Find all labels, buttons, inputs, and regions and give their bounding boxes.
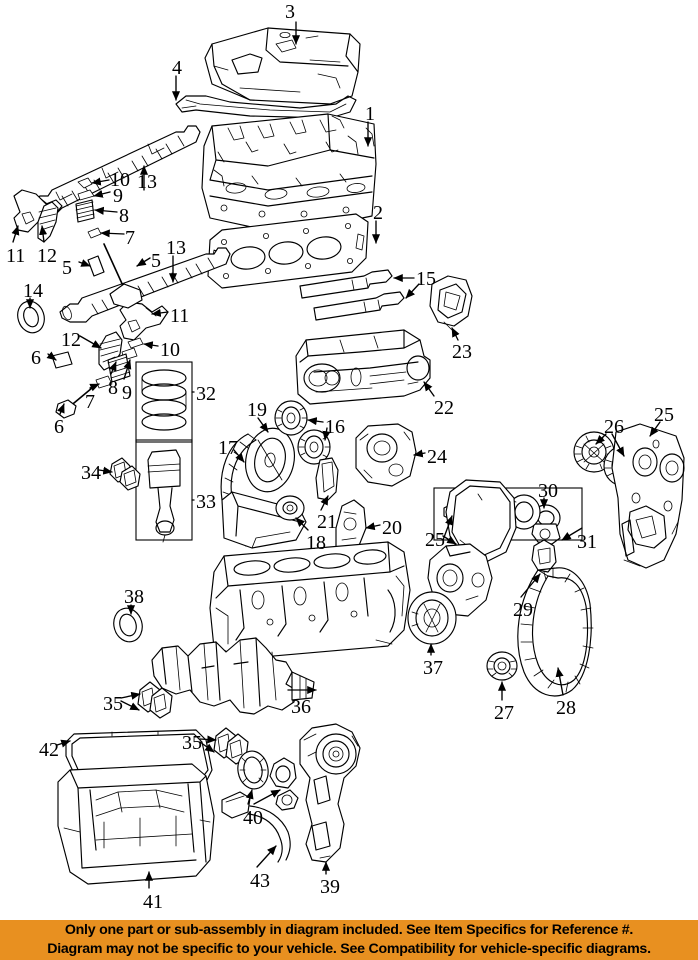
callout-28-timing-belt: 28 [556, 697, 576, 719]
callout-24-balance-shaft-cover: 24 [427, 446, 447, 468]
part-chain-guide-plate [221, 491, 307, 549]
callout-42-oil-pan-gasket: 42 [39, 739, 59, 761]
callout-33-piston-and-rod-assembly: 33 [196, 491, 216, 513]
part-balance-shaft-gear-b [297, 429, 331, 465]
callout-10-valve-keeper-upper: 10 [110, 169, 130, 191]
callout-21-chain-guide: 21 [317, 511, 337, 533]
callout-8-valve-spring-lower: 8 [108, 377, 118, 399]
callout-30-timing-belt-tensioner-pulley: 30 [538, 480, 558, 502]
callout-19-balance-shaft-sprocket: 19 [247, 399, 267, 421]
part-cylinder-block [209, 541, 411, 661]
callout-1-cylinder-head: 1 [365, 103, 375, 125]
callout-11-rocker-arm-left: 11 [6, 245, 26, 267]
part-balance-shaft-sprocket [245, 427, 295, 493]
part-piston-ring-set [135, 361, 193, 443]
callout-11-rocker-arm-right: 11 [170, 305, 190, 327]
callout-31-tensioner-bolt-kit: 31 [577, 531, 597, 553]
part-balance-shaft-gear-a [274, 400, 308, 436]
callout-2-head-gasket: 2 [373, 202, 383, 224]
part-belt-guide-bracket [531, 539, 557, 581]
callout-8-valve-spring-upper: 8 [119, 205, 129, 227]
part-balance-shaft-cover [355, 423, 417, 487]
callout-25-timing-belt-cover-rear: 25 [654, 404, 674, 426]
part-crankshaft-pulley [407, 591, 457, 645]
leader-lines [11, 21, 661, 889]
part-spark-plug-tubes [299, 269, 405, 321]
callout-12-hydraulic-lash-adjuster-left: 12 [37, 245, 57, 267]
callout-17-balance-shaft-chain: 17 [218, 437, 238, 459]
callout-5-valve-guide-right: 5 [151, 250, 161, 272]
disclaimer-banner: Only one part or sub-assembly in diagram… [0, 920, 698, 960]
part-oil-pump [299, 723, 361, 863]
callout-6-valve-seat-upper: 6 [31, 347, 41, 369]
callout-38-crankshaft-front-seal: 38 [124, 586, 144, 608]
part-timing-cover-rear [611, 423, 685, 569]
callout-41-oil-pan: 41 [143, 891, 163, 913]
callout-20-chain-tensioner-arm: 20 [382, 517, 402, 539]
callout-39-oil-pump: 39 [320, 876, 340, 898]
callout-35-main-bearing-lower: 35 [182, 732, 202, 754]
callout-16-balance-shaft-gear: 16 [325, 416, 345, 438]
callout-4-valve-cover-gasket: 4 [172, 57, 182, 79]
callout-14-camshaft-seal: 14 [23, 280, 43, 302]
callout-15-spark-plug-tube: 15 [416, 268, 436, 290]
part-oil-pan [57, 763, 215, 885]
callout-37-crankshaft-pulley: 37 [423, 657, 443, 679]
part-valve-cover [204, 27, 361, 105]
callout-34-connecting-rod-bearing: 34 [81, 462, 101, 484]
callout-22-balance-shaft-carrier: 22 [434, 397, 454, 419]
callout-9-valve-spring-retainer-upper: 9 [113, 185, 123, 207]
part-oil-pump-seal-kit [237, 750, 297, 790]
part-valve-stack-upper [75, 177, 143, 309]
callout-13-camshaft-intake: 13 [137, 171, 157, 193]
callout-27-crankshaft-timing-sprocket: 27 [494, 702, 514, 724]
part-balance-shaft-carrier [295, 329, 431, 405]
part-piston-and-rod-assembly [135, 439, 193, 543]
disclaimer-line-2: Diagram may not be specific to your vehi… [47, 941, 651, 957]
callout-26-camshaft-sprocket: 26 [604, 416, 624, 438]
callout-6-valve-seat-lower: 6 [54, 416, 64, 438]
callout-7-valve-stem-seal-lower: 7 [85, 391, 95, 413]
callout-5-valve-guide-left: 5 [62, 257, 72, 279]
part-thermostat-housing [429, 275, 473, 331]
callout-7-valve-stem-seal-upper: 7 [125, 227, 135, 249]
part-chain-idler-sprocket [275, 495, 305, 521]
part-oil-pump-pickup-tube [221, 789, 299, 863]
part-chain-guide [315, 457, 339, 501]
diagram-illustration [11, 21, 685, 889]
callout-13-camshaft-exhaust: 13 [166, 237, 186, 259]
callout-10-valve-keeper-lower: 10 [160, 339, 180, 361]
callout-18-chain-idler-sprocket: 18 [306, 532, 326, 554]
part-head-gasket [207, 213, 369, 289]
callout-36-crankshaft: 36 [291, 696, 311, 718]
callout-25-timing-belt-cover-front: 25 [425, 529, 445, 551]
part-main-bearing-upper [137, 681, 173, 719]
callout-40-oil-pump-seal-kit: 40 [243, 807, 263, 829]
callout-3-valve-cover: 3 [285, 1, 295, 23]
part-valve-cover-gasket [175, 95, 357, 119]
disclaimer-line-1: Only one part or sub-assembly in diagram… [64, 922, 634, 938]
part-timing-belt [517, 567, 594, 697]
part-crankshaft-timing-sprocket [486, 651, 518, 681]
callout-23-thermostat-housing: 23 [452, 341, 472, 363]
callout-32-piston-ring-set: 32 [196, 383, 216, 405]
callout-43-oil-pump-pickup-tube: 43 [250, 870, 270, 892]
callout-12-hydraulic-lash-adjuster-right: 12 [61, 329, 81, 351]
part-cylinder-head [201, 113, 377, 235]
part-crankshaft-front-seal [113, 607, 143, 643]
callout-35-main-bearing-upper: 35 [103, 693, 123, 715]
callout-29-belt-guide-bracket: 29 [513, 599, 533, 621]
callout-9-valve-spring-retainer-lower: 9 [122, 382, 132, 404]
part-camshaft-seal [17, 300, 45, 334]
